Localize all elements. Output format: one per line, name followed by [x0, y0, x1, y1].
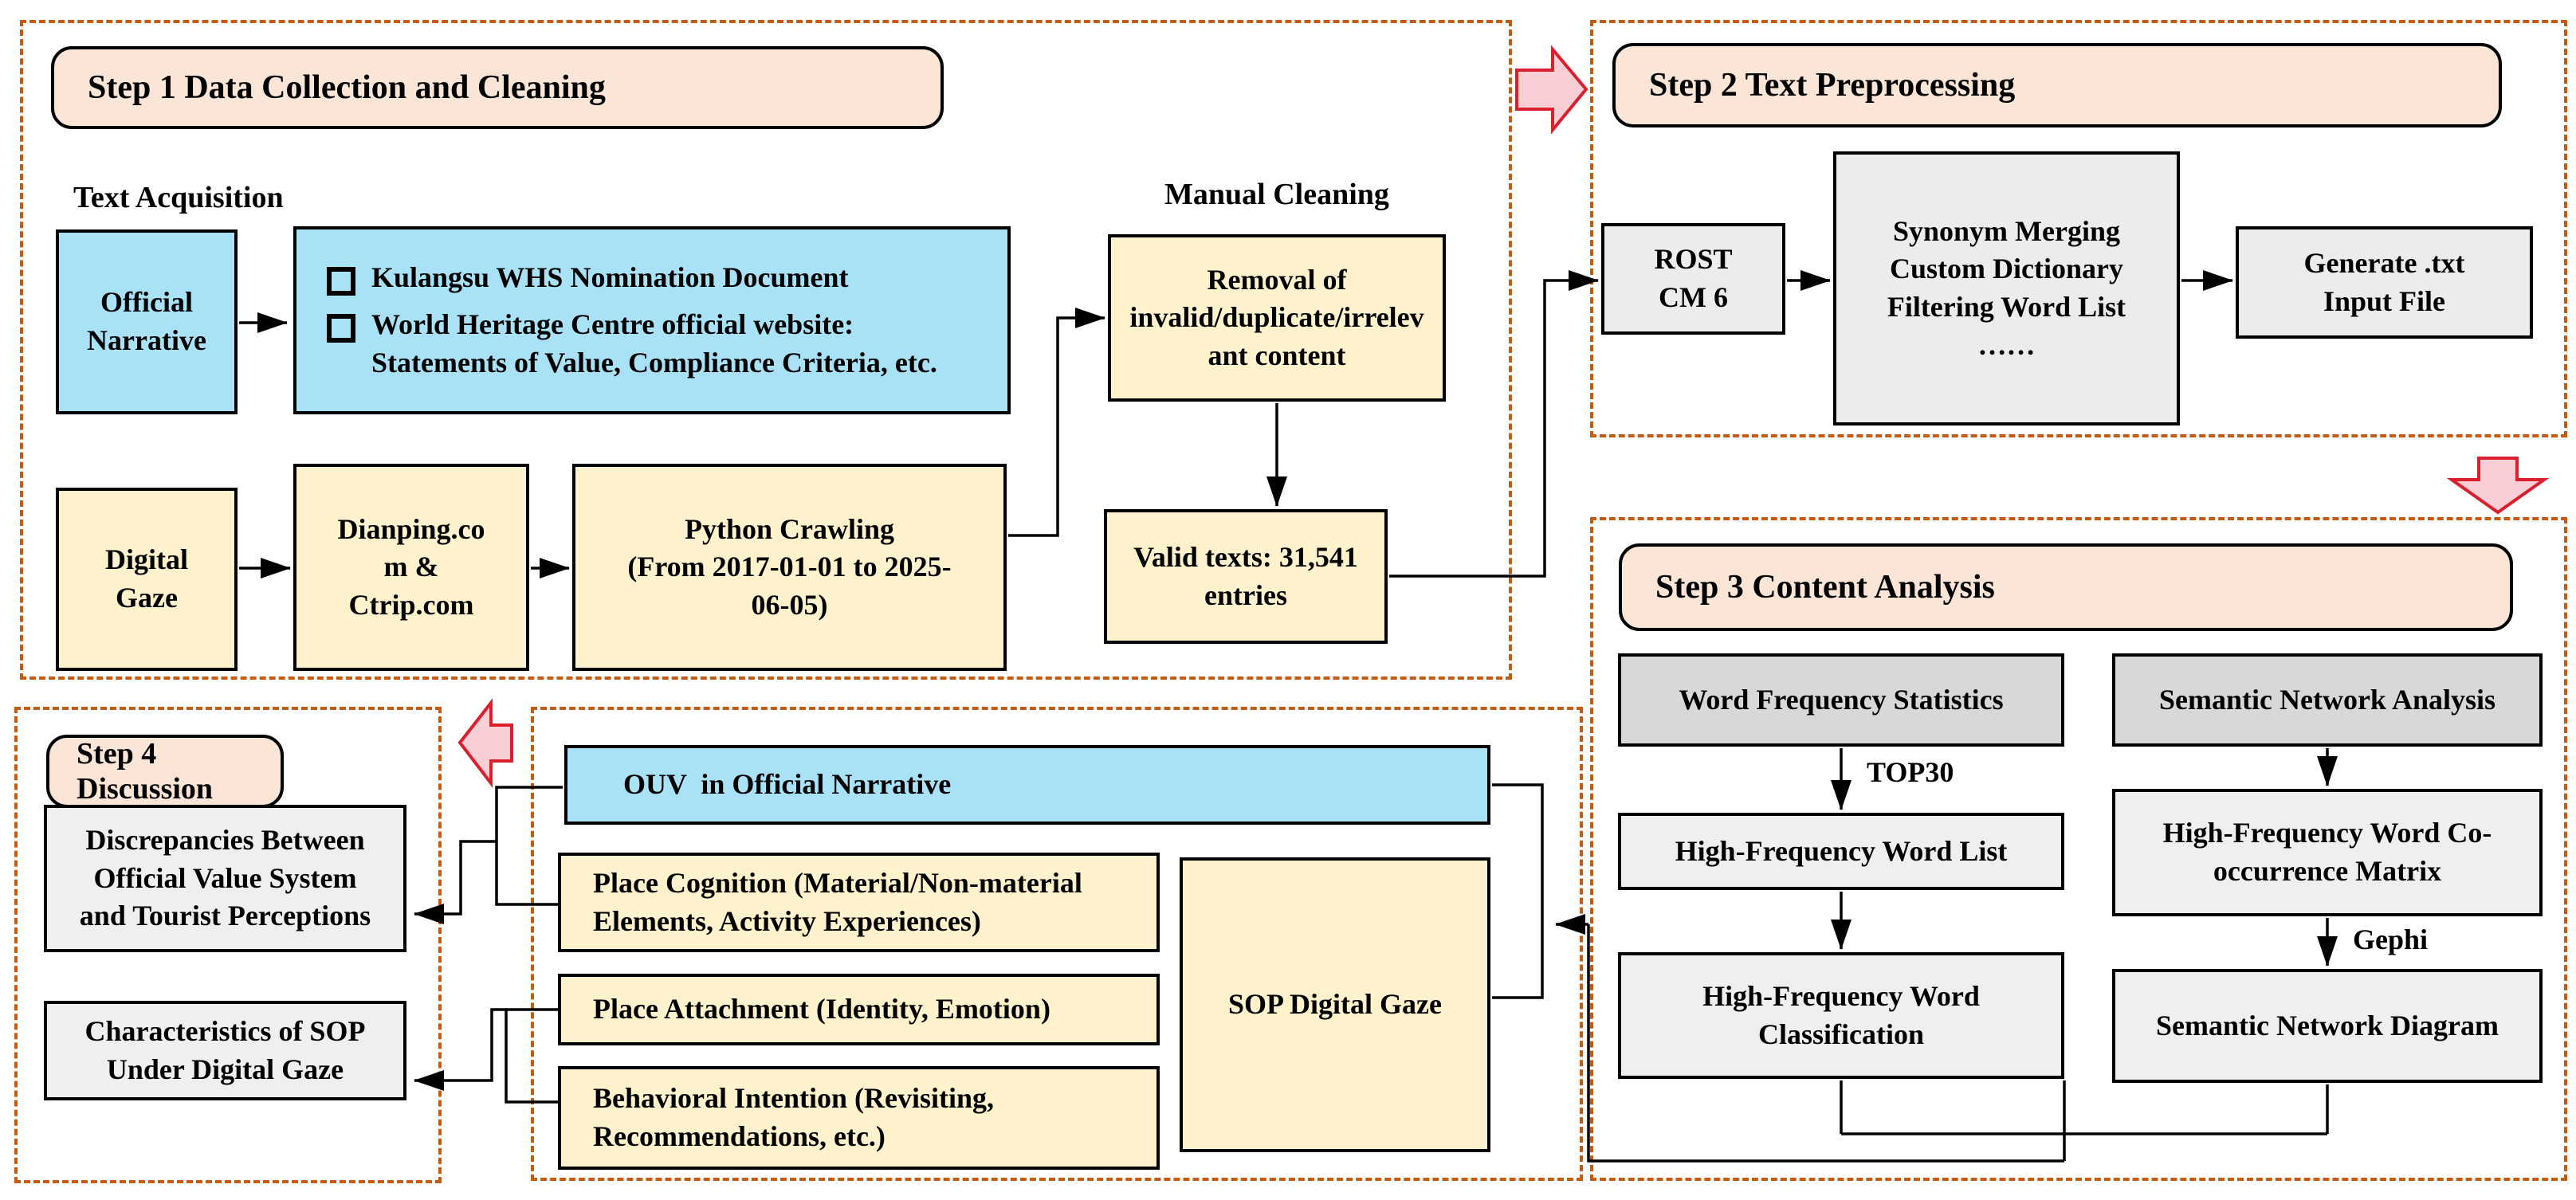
- removal-text: Removal of invalid/duplicate/irrelev ant…: [1129, 263, 1424, 371]
- top30-label: TOP30: [1867, 756, 1954, 788]
- step1-title: Step 1 Data Collection and Cleaning: [88, 69, 606, 106]
- characteristics-box: Characteristics of SOP Under Digital Gaz…: [44, 1001, 406, 1100]
- step3-title: Step 3 Content Analysis: [1655, 569, 1995, 606]
- step4-header: Step 4 Discussion: [46, 735, 284, 808]
- behavioral-intention-text: Behavioral Intention (Revisiting, Recomm…: [593, 1082, 995, 1152]
- flow-arrow-left-icon: [457, 698, 513, 788]
- valid-texts-text: Valid texts: 31,541 entries: [1133, 540, 1358, 611]
- removal-box: Removal of invalid/duplicate/irrelev ant…: [1108, 234, 1446, 402]
- middle-container: [531, 707, 1583, 1181]
- step2-title: Step 2 Text Preprocessing: [1649, 67, 2016, 104]
- classification-text: High-Frequency Word Classification: [1702, 979, 1980, 1050]
- flow-arrow-down-icon: [2446, 457, 2550, 515]
- step2-header: Step 2 Text Preprocessing: [1612, 43, 2502, 127]
- high-freq-list-box: High-Frequency Word List: [1618, 813, 2064, 890]
- high-freq-list-text: High-Frequency Word List: [1675, 834, 2008, 867]
- source-item-2-text: World Heritage Centre official website: …: [371, 308, 937, 378]
- official-narrative-text: Official Narrative: [87, 286, 206, 356]
- platforms-text: Dianping.co m & Ctrip.com: [337, 512, 485, 621]
- step4-container: [14, 707, 442, 1183]
- characteristics-text: Characteristics of SOP Under Digital Gaz…: [84, 1014, 366, 1085]
- rost-text: ROST CM 6: [1654, 243, 1733, 313]
- semantic-analysis-text: Semantic Network Analysis: [2159, 683, 2496, 716]
- valid-texts-box: Valid texts: 31,541 entries: [1104, 509, 1388, 644]
- checkbox-icon: [327, 314, 355, 343]
- cooccurrence-box: High-Frequency Word Co- occurrence Matri…: [2112, 789, 2543, 916]
- generate-box: Generate .txt Input File: [2236, 226, 2533, 339]
- step3-container: [1590, 517, 2567, 1181]
- network-diagram-text: Semantic Network Diagram: [2156, 1009, 2499, 1041]
- source-item-1: Kulangsu WHS Nomination Document: [327, 259, 848, 297]
- place-attachment-text: Place Attachment (Identity, Emotion): [593, 993, 1050, 1025]
- python-crawling-text: Python Crawling (From 2017-01-01 to 2025…: [627, 512, 952, 621]
- flow-arrow-right-icon: [1515, 45, 1588, 135]
- manual-cleaning-label: Manual Cleaning: [1164, 178, 1389, 211]
- ouv-box: OUV in Official Narrative: [564, 745, 1490, 825]
- source-item-1-text: Kulangsu WHS Nomination Document: [371, 261, 849, 293]
- place-attachment-box: Place Attachment (Identity, Emotion): [558, 974, 1160, 1045]
- python-crawling-box: Python Crawling (From 2017-01-01 to 2025…: [572, 464, 1007, 671]
- gephi-label: Gephi: [2353, 924, 2429, 955]
- network-diagram-box: Semantic Network Diagram: [2112, 969, 2543, 1083]
- platforms-box: Dianping.co m & Ctrip.com: [293, 464, 529, 671]
- source-item-2: World Heritage Centre official website: …: [327, 306, 937, 382]
- step1-header: Step 1 Data Collection and Cleaning: [51, 46, 944, 129]
- sources-box: Kulangsu WHS Nomination Document World H…: [293, 226, 1011, 414]
- sop-text: SOP Digital Gaze: [1228, 988, 1442, 1021]
- text-acquisition-label: Text Acquisition: [73, 181, 284, 214]
- step3-header: Step 3 Content Analysis: [1619, 543, 2513, 631]
- word-frequency-text: Word Frequency Statistics: [1679, 683, 2004, 716]
- checkbox-icon: [327, 266, 355, 296]
- official-narrative-box: Official Narrative: [56, 229, 238, 414]
- word-frequency-box: Word Frequency Statistics: [1618, 653, 2064, 747]
- step4-title: Step 4 Discussion: [77, 737, 214, 806]
- step2-container: [1590, 20, 2567, 437]
- digital-gaze-text: Digital Gaze: [105, 543, 188, 614]
- ouv-text: OUV in Official Narrative: [623, 768, 952, 801]
- classification-box: High-Frequency Word Classification: [1618, 952, 2064, 1079]
- semantic-analysis-box: Semantic Network Analysis: [2112, 653, 2543, 747]
- sop-box: SOP Digital Gaze: [1180, 857, 1490, 1152]
- place-cognition-box: Place Cognition (Material/Non-material E…: [558, 853, 1160, 952]
- place-cognition-text: Place Cognition (Material/Non-material E…: [593, 866, 1082, 937]
- synonym-box: Synonym Merging Custom Dictionary Filter…: [1833, 151, 2180, 425]
- rost-box: ROST CM 6: [1601, 223, 1785, 335]
- discrepancies-box: Discrepancies Between Official Value Sys…: [44, 805, 406, 952]
- synonym-text: Synonym Merging Custom Dictionary Filter…: [1887, 214, 2126, 361]
- cooccurrence-text: High-Frequency Word Co- occurrence Matri…: [2162, 817, 2492, 887]
- digital-gaze-box: Digital Gaze: [56, 488, 238, 671]
- behavioral-intention-box: Behavioral Intention (Revisiting, Recomm…: [558, 1066, 1160, 1170]
- discrepancies-text: Discrepancies Between Official Value Sys…: [79, 824, 371, 932]
- generate-text: Generate .txt Input File: [2303, 246, 2465, 317]
